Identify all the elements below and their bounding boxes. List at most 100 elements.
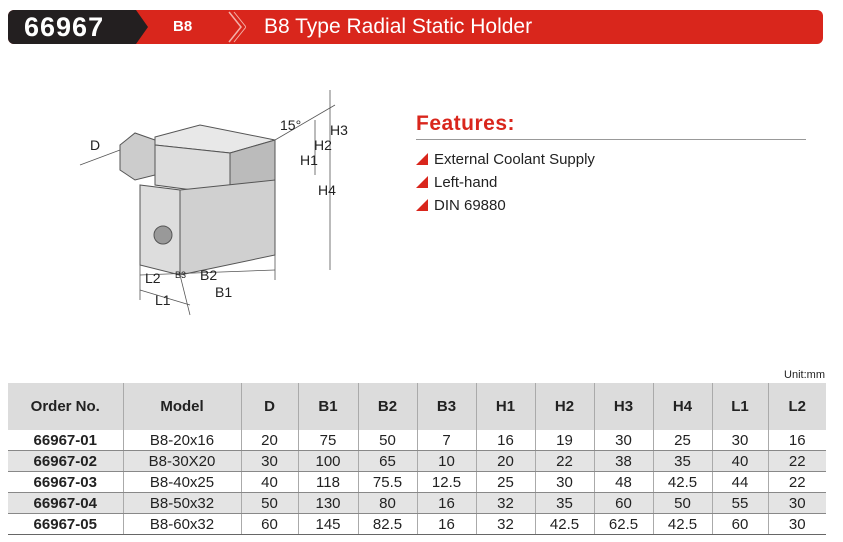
table-cell: 30: [711, 430, 768, 451]
product-code: 66967: [8, 10, 148, 44]
dim-d: D: [90, 137, 100, 153]
column-header: L1: [711, 383, 768, 430]
table-cell: B8-30X20: [122, 450, 241, 472]
table-cell: 16: [475, 430, 535, 451]
table-cell: 130: [297, 492, 358, 514]
table-cell: 60: [711, 513, 768, 535]
table-cell: 66967-01: [8, 430, 123, 451]
table-cell: 48: [593, 471, 653, 493]
dim-b2: B2: [200, 267, 217, 283]
table-cell: 60: [593, 492, 653, 514]
column-header: L2: [767, 383, 826, 430]
column-header: B3: [416, 383, 476, 430]
table-cell: 66967-03: [8, 471, 123, 493]
dim-h3: H3: [330, 122, 348, 138]
table-cell: 66967-04: [8, 492, 123, 514]
feature-text: Left-hand: [434, 174, 498, 191]
table-cell: 30: [593, 430, 653, 451]
table-cell: 66967-02: [8, 450, 123, 472]
table-cell: 50: [652, 492, 712, 514]
table-cell: 55: [711, 492, 768, 514]
unit-label: Unit:mm: [784, 369, 825, 381]
dim-l2: L2: [145, 270, 161, 286]
column-header: D: [240, 383, 298, 430]
table-cell: 35: [534, 492, 594, 514]
table-cell: 10: [416, 450, 476, 472]
triangle-bullet-icon: [416, 198, 428, 211]
column-header: B1: [297, 383, 358, 430]
table-cell: 75: [297, 430, 358, 451]
table-cell: 80: [357, 492, 417, 514]
dim-h4: H4: [318, 182, 336, 198]
table-cell: 38: [593, 450, 653, 472]
table-cell: 50: [240, 492, 298, 514]
table-cell: 32: [475, 492, 535, 514]
table-cell: 12.5: [416, 471, 476, 493]
table-cell: 30: [767, 492, 826, 514]
table-cell: 145: [297, 513, 358, 535]
feature-item: External Coolant Supply: [416, 148, 806, 171]
table-cell: 22: [767, 450, 826, 472]
column-header: Model: [122, 383, 241, 430]
dim-angle: 15°: [280, 117, 301, 133]
table-cell: 30: [534, 471, 594, 493]
feature-text: External Coolant Supply: [434, 151, 595, 168]
dim-l1: L1: [155, 292, 171, 308]
column-header: B2: [357, 383, 417, 430]
table-cell: 100: [297, 450, 358, 472]
table-cell: B8-60x32: [122, 513, 241, 535]
column-header: Order No.: [8, 383, 123, 430]
table-cell: 42.5: [652, 471, 712, 493]
dim-b3: B3: [175, 270, 186, 280]
table-cell: 25: [652, 430, 712, 451]
column-header: H4: [652, 383, 712, 430]
table-cell: 40: [711, 450, 768, 472]
column-header: H3: [593, 383, 653, 430]
triangle-bullet-icon: [416, 152, 428, 165]
divider: [416, 139, 806, 140]
table-cell: 19: [534, 430, 594, 451]
table-cell: 30: [767, 513, 826, 535]
features-section: Features: External Coolant Supply Left-h…: [416, 112, 806, 217]
table-cell: 22: [767, 471, 826, 493]
table-cell: 42.5: [652, 513, 712, 535]
table-cell: 44: [711, 471, 768, 493]
dim-h1: H1: [300, 152, 318, 168]
title-banner: 66967 B8 B8 Type Radial Static Holder: [8, 10, 823, 44]
table-cell: 25: [475, 471, 535, 493]
table-cell: 60: [240, 513, 298, 535]
table-cell: 42.5: [534, 513, 594, 535]
table-cell: 22: [534, 450, 594, 472]
table-cell: 16: [767, 430, 826, 451]
dim-h2: H2: [314, 137, 332, 153]
table-cell: B8-40x25: [122, 471, 241, 493]
table-cell: 16: [416, 492, 476, 514]
table-cell: B8-50x32: [122, 492, 241, 514]
table-cell: 35: [652, 450, 712, 472]
table-cell: 16: [416, 513, 476, 535]
triangle-bullet-icon: [416, 175, 428, 188]
table-cell: 32: [475, 513, 535, 535]
table-cell: 20: [240, 430, 298, 451]
table-cell: 62.5: [593, 513, 653, 535]
product-title: B8 Type Radial Static Holder: [264, 15, 533, 38]
table-cell: 118: [297, 471, 358, 493]
column-header: H1: [475, 383, 535, 430]
feature-item: Left-hand: [416, 171, 806, 194]
feature-item: DIN 69880: [416, 194, 806, 217]
table-cell: 65: [357, 450, 417, 472]
dim-b1: B1: [215, 284, 232, 300]
table-cell: 75.5: [357, 471, 417, 493]
feature-text: DIN 69880: [434, 197, 506, 214]
table-cell: 82.5: [357, 513, 417, 535]
table-cell: B8-20x16: [122, 430, 241, 451]
table-cell: 66967-05: [8, 513, 123, 535]
chevron-icon: [228, 11, 246, 43]
table-cell: 30: [240, 450, 298, 472]
